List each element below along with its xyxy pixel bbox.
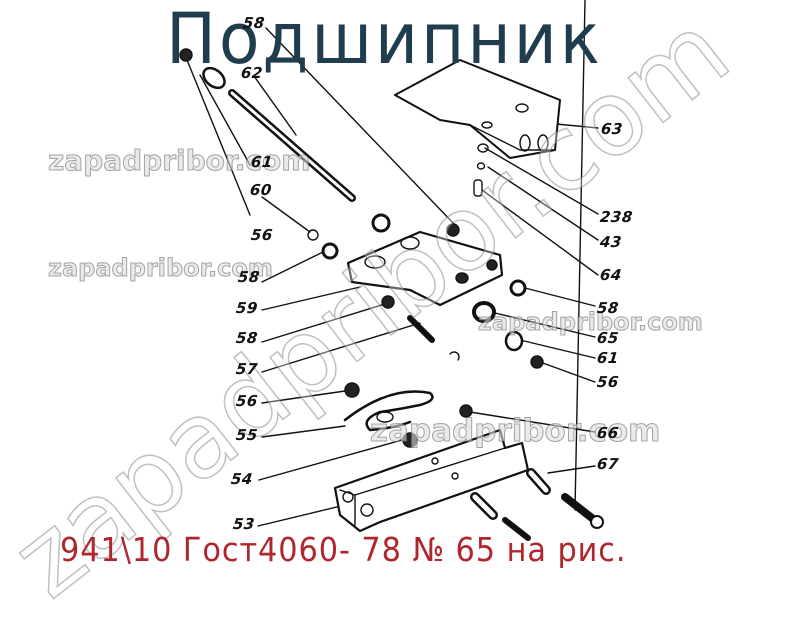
callout-number: 56 [235,392,259,410]
callout-number: 55 [235,426,259,444]
parts-diagram: zapadpribor.com zapadpribor.com zapadpri… [0,0,752,621]
callout-number: 60 [249,181,273,199]
callout-number: 43 [599,233,623,251]
callout-number: 54 [230,470,254,488]
callout-number: 58 [237,268,261,286]
exploded-view-drawing [179,0,604,541]
callout-number: 238 [599,208,634,226]
callout-number: 62 [240,64,264,82]
part-specification: 941\10 Гост4060- 78 № 65 на рис. [60,530,627,569]
callout-number: 56 [596,373,620,391]
callout-number: 58 [596,299,620,317]
watermark-text: zapadpribor.com [48,254,274,282]
callout-number: 64 [599,266,623,284]
callout-number: 61 [596,349,620,367]
watermark-text: zapadpribor.com [47,144,311,177]
callout-number: 66 [596,424,620,442]
callout-number: 59 [235,299,259,317]
watermark-text: zapadpribor.com [478,308,704,336]
callout-number: 65 [596,329,620,347]
callout-number: 63 [600,120,624,138]
callout-number: 67 [596,455,620,473]
page-title: Подшипник [166,0,603,80]
callout-number: 58 [242,14,266,32]
callout-number: 57 [235,360,259,378]
callout-number: 56 [250,226,274,244]
watermark-text: zapadpribor.com [369,413,661,449]
callout-number: 61 [250,153,274,171]
callout-number: 58 [235,329,259,347]
